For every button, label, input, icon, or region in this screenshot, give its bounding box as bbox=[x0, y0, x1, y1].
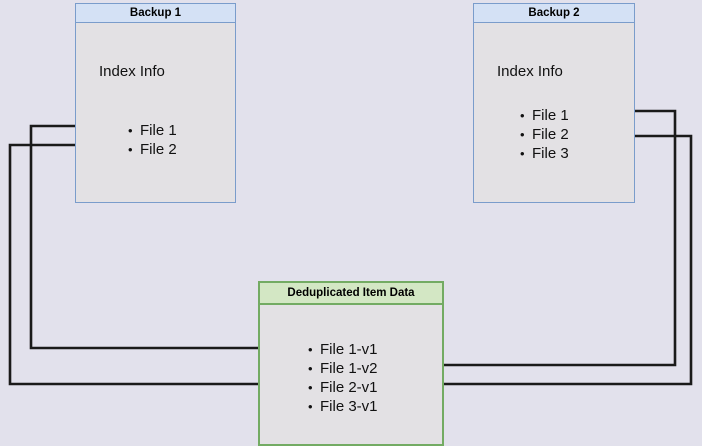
backup-1-index-info-label: Index Info bbox=[99, 63, 165, 80]
connector-backup1-file2-to-file2v1 bbox=[10, 145, 300, 388]
list-item[interactable]: File 2 bbox=[128, 140, 177, 159]
node-backup-2-body: Index Info File 1 File 2 File 3 bbox=[474, 23, 634, 202]
list-item[interactable]: File 1-v1 bbox=[308, 340, 378, 359]
node-backup-2-header: Backup 2 bbox=[474, 4, 634, 23]
backup-2-index-info-label: Index Info bbox=[497, 63, 563, 80]
list-item[interactable]: File 2 bbox=[520, 125, 569, 144]
connector-backup2-file2-to-file2v1 bbox=[396, 136, 691, 388]
list-item[interactable]: File 2-v1 bbox=[308, 378, 378, 397]
list-item[interactable]: File 1 bbox=[128, 121, 177, 140]
node-backup-1-body: Index Info File 1 File 2 bbox=[76, 23, 235, 202]
list-item[interactable]: File 3 bbox=[520, 144, 569, 163]
backup-2-file-list: File 1 File 2 File 3 bbox=[520, 106, 569, 163]
node-backup-1-header: Backup 1 bbox=[76, 4, 235, 23]
list-item[interactable]: File 3-v1 bbox=[308, 397, 378, 416]
list-item[interactable]: File 1 bbox=[520, 106, 569, 125]
node-deduplicated-header: Deduplicated Item Data bbox=[260, 283, 442, 305]
node-deduplicated-item-data[interactable]: Deduplicated Item Data File 1-v1 File 1-… bbox=[258, 281, 444, 446]
node-backup-2[interactable]: Backup 2 Index Info File 1 File 2 File 3 bbox=[473, 3, 635, 203]
backup-1-file-list: File 1 File 2 bbox=[128, 121, 177, 159]
node-deduplicated-body: File 1-v1 File 1-v2 File 2-v1 File 3-v1 bbox=[260, 305, 442, 444]
node-backup-1[interactable]: Backup 1 Index Info File 1 File 2 bbox=[75, 3, 236, 203]
dedup-file-list: File 1-v1 File 1-v2 File 2-v1 File 3-v1 bbox=[308, 340, 378, 416]
list-item[interactable]: File 1-v2 bbox=[308, 359, 378, 378]
